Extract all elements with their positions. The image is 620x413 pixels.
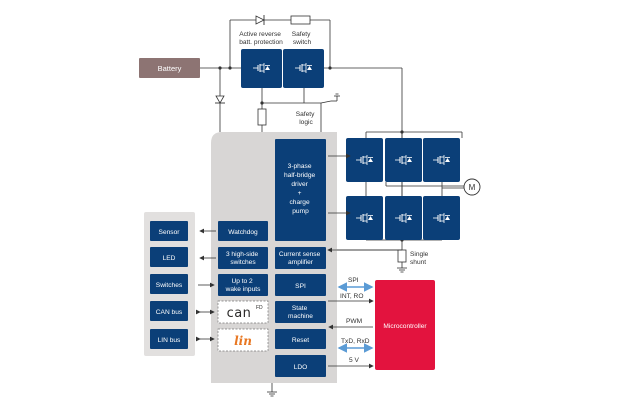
junction-dot <box>328 66 332 70</box>
resistor-icon <box>290 15 311 25</box>
spi-bus-label: SPI <box>348 277 359 284</box>
half-bridge-driver-label: 3-phase half-bridge driver + charge pump <box>284 163 317 215</box>
diode-icon <box>255 15 265 25</box>
reset-block <box>275 329 326 349</box>
watchdog-label: Watchdog <box>228 229 258 236</box>
peripheral-lin-bus-block <box>150 329 188 349</box>
mosfet-icon <box>385 196 422 240</box>
mosfet-icon <box>423 196 460 240</box>
mosfet-icon <box>346 196 383 240</box>
junction-dot <box>228 66 232 70</box>
battery-block <box>139 58 200 78</box>
can-fd-logo-box <box>217 300 269 324</box>
wake-inputs-block <box>218 274 268 296</box>
ldo-block <box>275 355 326 377</box>
microcontroller-block <box>375 280 435 370</box>
peripheral-switches-block <box>150 274 188 294</box>
five-volt-label: 5 V <box>349 357 359 364</box>
peripheral-label: LED <box>163 255 176 262</box>
battery-label: Battery <box>158 64 182 73</box>
active-reverse-label: Active reverse batt. protection <box>239 31 283 46</box>
watchdog-block <box>218 221 268 241</box>
reverse-protection-mosfet <box>241 49 282 88</box>
peripheral-led-block <box>150 247 188 267</box>
state-machine-label: State machine <box>288 305 313 320</box>
half-bridge-mosfets <box>346 138 460 240</box>
junction-dot <box>400 130 404 134</box>
high-side-switches-block <box>218 247 268 269</box>
lin-logo-text: lin <box>234 334 252 348</box>
microcontroller-label: Microcontroller <box>383 323 427 330</box>
peripheral-label: Switches <box>156 282 183 289</box>
peripheral-sensor-block <box>150 221 188 241</box>
txd-rxd-label: TxD, RxD <box>341 338 370 345</box>
svg-text:M: M <box>469 183 476 192</box>
reset-label: Reset <box>292 337 309 344</box>
current-sense-amplifier-label: Current sense amplifier <box>279 251 322 266</box>
single-shunt-label: Single shunt <box>410 251 430 266</box>
safety-switch-label: Safety switch <box>292 31 313 46</box>
motor-icon: M <box>463 178 481 196</box>
safety-logic-label: Safety logic <box>296 111 317 126</box>
wake-inputs-label: Up to 2 wake inputs <box>225 278 262 293</box>
ground-icon <box>397 267 407 273</box>
spi-label: SPI <box>295 283 306 290</box>
state-machine-block <box>275 301 326 323</box>
mosfet-icon <box>423 138 460 182</box>
mosfet-icon <box>385 138 422 182</box>
mosfet-icon <box>346 138 383 182</box>
resistor-icon <box>257 108 267 126</box>
peripheral-label: LIN bus <box>158 337 181 344</box>
ldo-label: LDO <box>294 364 308 371</box>
lin-logo-box <box>217 328 269 352</box>
peripheral-can-bus-block <box>150 301 188 321</box>
junction-dot <box>260 101 264 105</box>
safety-logic-switch-icon <box>320 93 340 104</box>
spi-block <box>275 274 326 296</box>
pwm-label: PWM <box>346 318 362 325</box>
ground-icon <box>267 383 277 397</box>
int-ro-label: INT, RO <box>340 293 363 300</box>
resistor-icon <box>397 249 407 263</box>
can-fd-superscript: FD <box>256 305 263 311</box>
current-sense-amplifier-block <box>275 247 326 269</box>
high-side-switches-label: 3 high-side switches <box>226 251 260 266</box>
diode-icon <box>215 95 225 104</box>
peripheral-label: Sensor <box>159 229 181 236</box>
junction-dot <box>218 66 222 70</box>
peripheral-label: CAN bus <box>156 309 183 316</box>
can-logo-text: can <box>227 306 252 321</box>
safety-switch-mosfet <box>283 49 324 88</box>
half-bridge-driver-block <box>275 139 326 241</box>
